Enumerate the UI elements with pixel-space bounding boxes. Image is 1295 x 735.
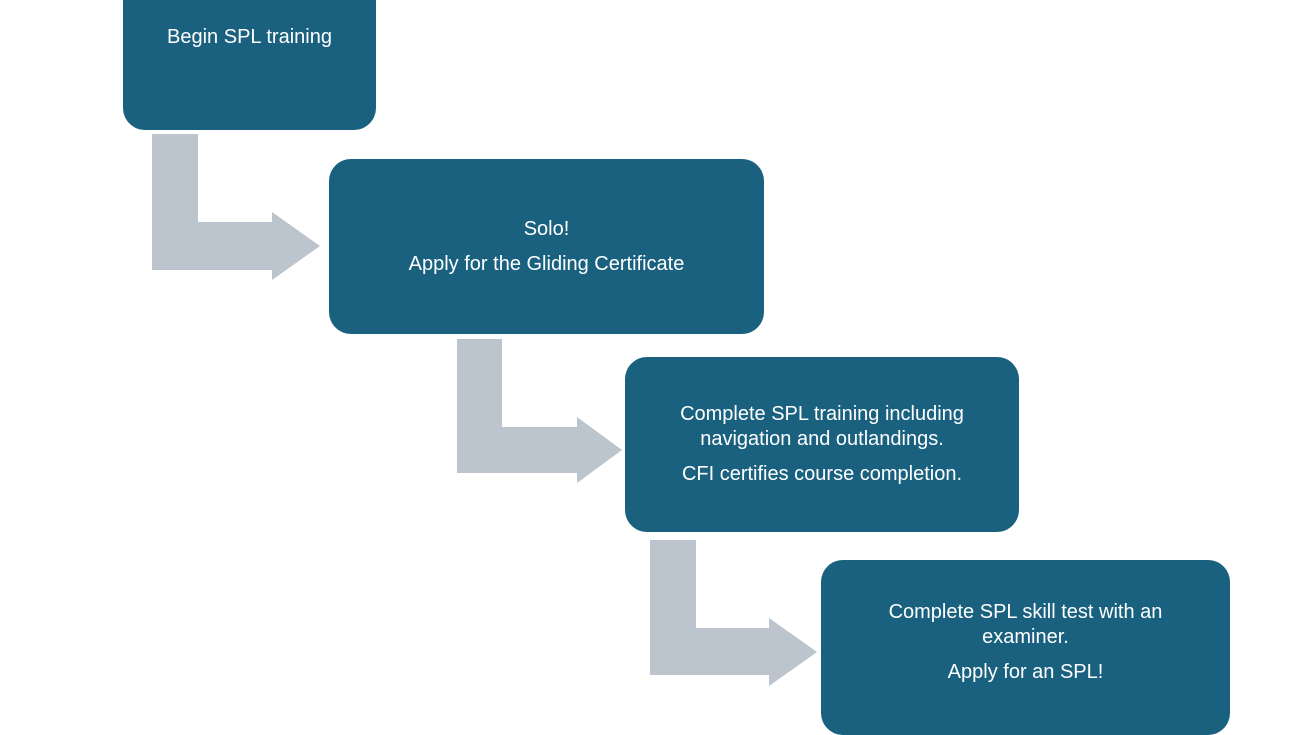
connector-3-to-4 (650, 540, 817, 686)
bent-arrow-right-icon (457, 339, 622, 483)
step-4-line-2: Apply for an SPL! (947, 661, 1104, 683)
step-2-line-1: Solo! (523, 217, 570, 240)
connector-1-to-2 (152, 134, 320, 280)
bent-arrow-right-icon (650, 540, 817, 686)
step-2-solo: Solo! Apply for the Gliding Certificate (329, 159, 764, 334)
step-4-line-1: Complete SPL skill test with an examiner… (888, 601, 1163, 648)
step-3-line-2: CFI certifies course completion. (681, 463, 963, 485)
step-1-begin-spl-training: Begin SPL training (123, 0, 376, 130)
bent-arrow-right-icon (152, 134, 320, 280)
step-3-complete-training: Complete SPL training including navigati… (625, 357, 1019, 532)
step-1-line-1: Begin SPL training (167, 26, 332, 48)
step-3-line-1: Complete SPL training including navigati… (680, 403, 964, 450)
step-4-skill-test: Complete SPL skill test with an examiner… (821, 560, 1230, 735)
connector-2-to-3 (457, 339, 622, 483)
step-2-line-2: Apply for the Gliding Certificate (408, 252, 685, 275)
